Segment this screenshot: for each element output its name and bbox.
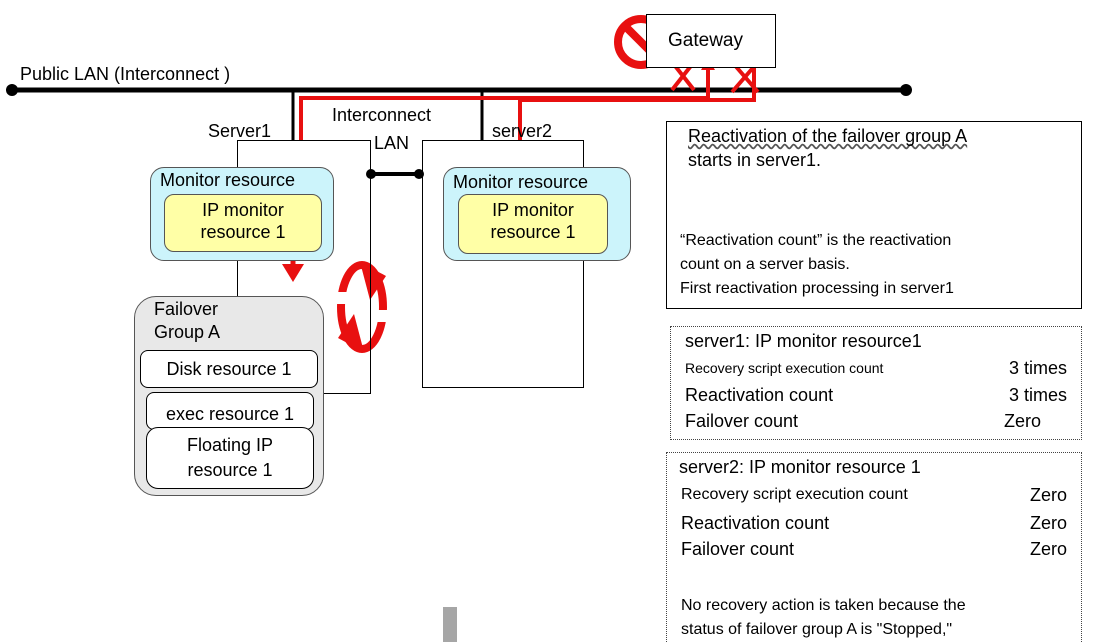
reactivation-cycle-icon	[336, 261, 388, 353]
interconnect-label-line2: LAN	[374, 133, 410, 153]
server2-count-row: Failover count Zero	[667, 539, 1081, 563]
failover-group-label-line2: Group A	[154, 322, 221, 342]
server2-box	[422, 140, 584, 388]
server1-reactivation-count-label: Reactivation count	[685, 385, 834, 405]
server1-ping-path	[299, 64, 710, 140]
server1-count-row: Failover count Zero	[671, 411, 1081, 435]
server2-monitor-resource-label: Monitor resource	[453, 172, 589, 192]
disk-resource-label: Disk resource 1	[166, 359, 292, 379]
server2-counts-title: server2: IP monitor resource 1	[679, 457, 921, 477]
floating-ip-line1: Floating IP	[186, 435, 274, 455]
note-line1: Reactivation of the failover group A	[688, 126, 968, 146]
server2-note-line2: status of failover group A is "Stopped,"	[681, 621, 953, 638]
public-lan-label: Public LAN (Interconnect )	[20, 64, 231, 84]
server1-ip-monitor-line1: IP monitor	[202, 200, 284, 220]
note-line4: count on a server basis.	[680, 256, 850, 273]
server1-counts-title: server1: IP monitor resource1	[685, 331, 922, 351]
server1-reactivation-count-value: 3 times	[1008, 385, 1067, 405]
server2-recovery-count-value: Zero	[1029, 485, 1067, 505]
note-line5: First reactivation processing in server1	[680, 280, 954, 297]
disk-resource: Disk resource 1	[140, 350, 318, 388]
server2-count-row: Reactivation count Zero	[667, 513, 1081, 537]
server2-ping-path	[518, 62, 756, 140]
reactivation-note-box	[666, 121, 1082, 309]
public-lan-left-endpoint	[6, 84, 18, 96]
server1-monitor-resource-label: Monitor resource	[160, 170, 296, 190]
grey-bar	[443, 607, 457, 642]
server2-label: server2	[492, 121, 553, 141]
gateway-label: Gateway	[668, 30, 743, 51]
floating-ip-line2: resource 1	[187, 460, 273, 480]
ip-monitor-ping-paths	[299, 62, 756, 140]
public-lan-right-endpoint	[900, 84, 912, 96]
interconnect-label-line1: Interconnect	[332, 105, 432, 125]
server1-label: Server1	[208, 121, 272, 141]
server1-recovery-count-label: Recovery script execution count	[685, 360, 884, 376]
server2-ip-monitor-line2: resource 1	[490, 222, 576, 242]
server2-ip-monitor-line1: IP monitor	[492, 200, 574, 220]
server2-reactivation-count-label: Reactivation count	[681, 513, 830, 533]
server1-recovery-count-value: 3 times	[1008, 358, 1067, 378]
server1-failover-count-value: Zero	[1003, 411, 1041, 431]
server2-counts-box: server2: IP monitor resource 1 Recovery …	[666, 452, 1082, 642]
server2-count-row: Recovery script execution count Zero	[667, 485, 1081, 510]
gateway-box	[646, 14, 776, 68]
interconnect-left-endpoint	[366, 169, 376, 179]
server2-recovery-count-label: Recovery script execution count	[681, 486, 908, 503]
exec-resource: exec resource 1	[146, 392, 314, 430]
server1-ip-monitor-line2: resource 1	[200, 222, 286, 242]
note-line2: starts in server1.	[688, 150, 822, 170]
server2-failover-count-value: Zero	[1029, 539, 1067, 559]
server1-count-row: Recovery script execution count 3 times	[671, 358, 1081, 384]
server1-ip-monitor-resource: IP monitor resource 1	[164, 194, 322, 252]
server2-failover-count-label: Failover count	[681, 539, 795, 559]
server2-note-line1: No recovery action is taken because the	[681, 597, 966, 614]
server1-count-row: Reactivation count 3 times	[671, 385, 1081, 409]
floating-ip-resource: Floating IP resource 1	[146, 427, 314, 489]
server2-reactivation-count-value: Zero	[1029, 513, 1067, 533]
note-line3: “Reactivation count” is the reactivation	[680, 232, 952, 249]
exec-resource-label: exec resource 1	[165, 404, 295, 424]
server1-failover-count-label: Failover count	[685, 411, 799, 431]
server2-ip-monitor-resource: IP monitor resource 1	[458, 194, 608, 254]
interconnect-right-endpoint	[414, 169, 424, 179]
failover-group-label-line1: Failover	[154, 299, 219, 319]
server1-counts-box: server1: IP monitor resource1 Recovery s…	[670, 326, 1082, 440]
